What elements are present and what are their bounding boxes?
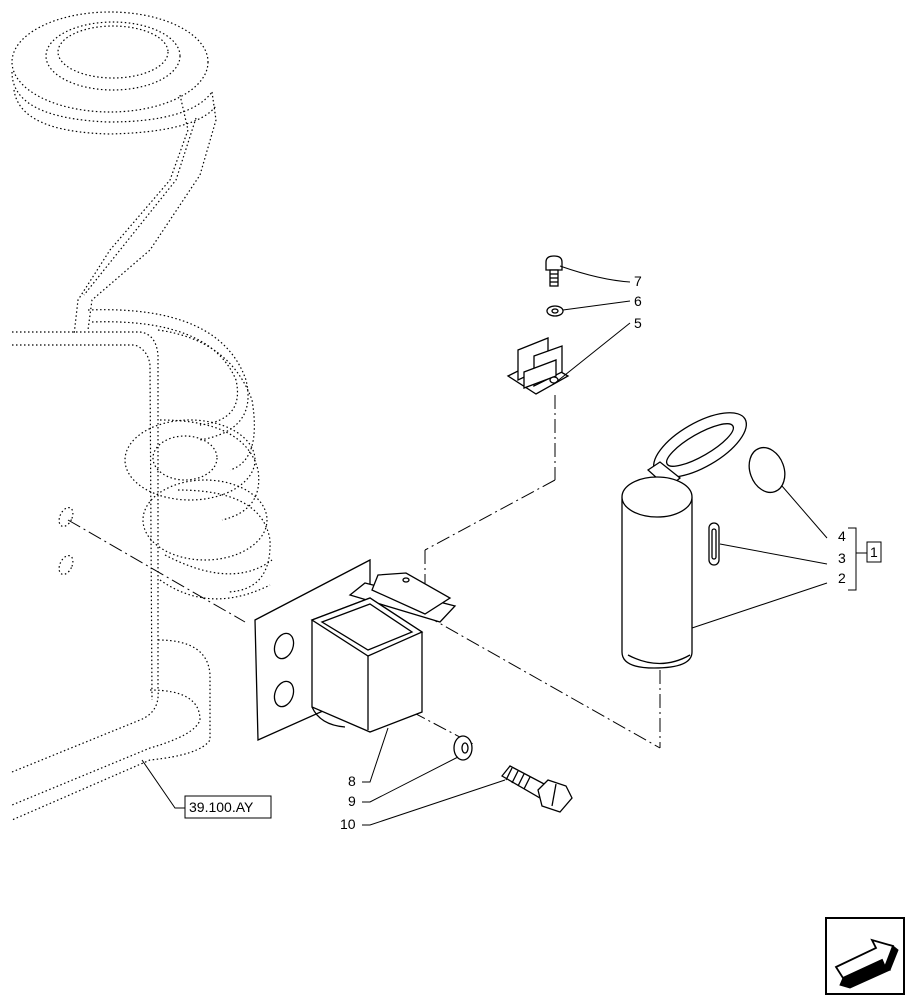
bracket-item-8 xyxy=(254,558,457,741)
leader-lines xyxy=(141,265,828,826)
callout-labels: 7 6 5 4 3 2 8 9 10 xyxy=(340,273,846,832)
callout-8: 8 xyxy=(348,773,356,789)
ring-item-4 xyxy=(748,446,786,494)
callout-5: 5 xyxy=(634,315,642,331)
next-page-button[interactable] xyxy=(825,917,905,995)
callout-9: 9 xyxy=(348,793,356,809)
reference-link[interactable]: 39.100.AY xyxy=(184,795,272,819)
kit-bracket xyxy=(848,527,867,591)
next-page-arrow-icon[interactable] xyxy=(834,938,899,989)
callout-10: 10 xyxy=(340,816,356,832)
bolt-item-10 xyxy=(501,765,573,813)
washer-item-9 xyxy=(453,735,473,761)
bolt-item-7 xyxy=(545,255,563,287)
callout-4: 4 xyxy=(838,528,846,544)
washer-item-6 xyxy=(546,305,564,317)
pin-item-2 xyxy=(621,412,748,669)
reference-frame xyxy=(11,11,273,821)
kit-label-box: 1 xyxy=(866,541,882,563)
callout-3: 3 xyxy=(838,550,846,566)
reference-label[interactable]: 39.100.AY xyxy=(189,799,254,815)
clip-item-3 xyxy=(708,522,720,566)
clip-item-5 xyxy=(506,337,570,395)
kit-label: 1 xyxy=(870,544,878,560)
callout-6: 6 xyxy=(634,293,642,309)
callout-2: 2 xyxy=(838,570,846,586)
callout-7: 7 xyxy=(634,273,642,289)
